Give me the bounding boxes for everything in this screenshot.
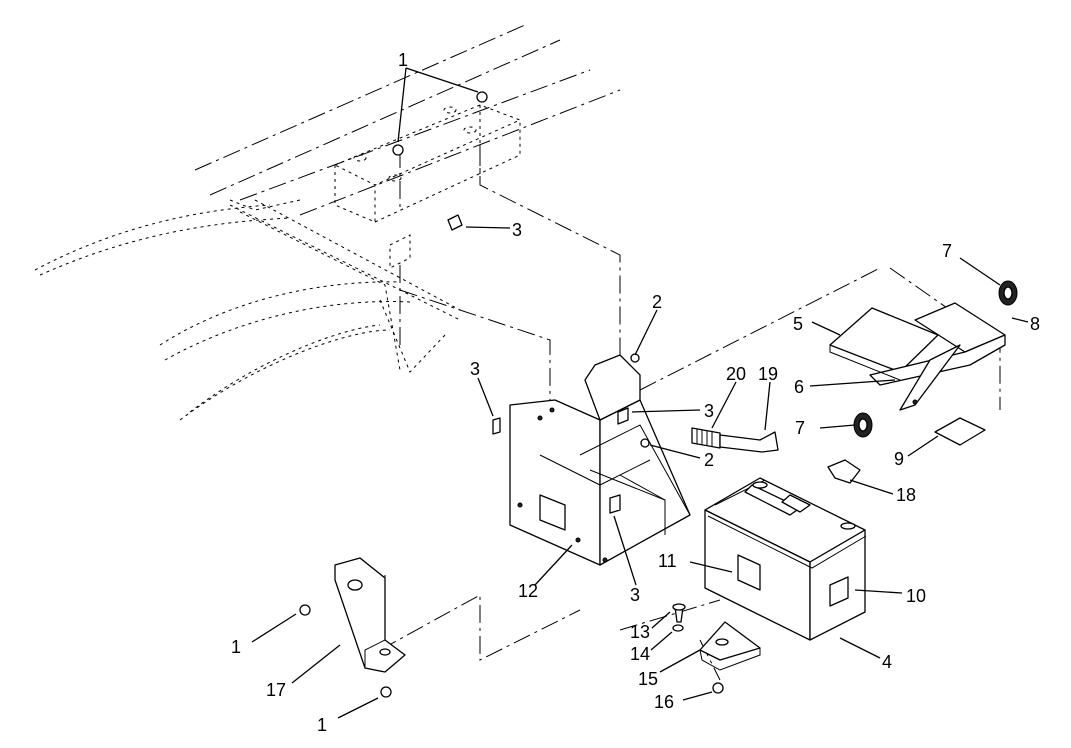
callout-1-left: 1 [231, 637, 241, 657]
callout-18: 18 [896, 485, 916, 505]
callout-3-mid: 3 [704, 401, 714, 421]
callout-labels: 1 3 2 3 3 20 19 2 7 5 8 6 7 9 18 11 10 1… [231, 50, 1040, 735]
callout-3-bot: 3 [630, 585, 640, 605]
callout-17: 17 [266, 680, 286, 700]
pad [934, 417, 986, 446]
callout-6: 6 [794, 377, 804, 397]
frame-mount-bracket [333, 104, 522, 269]
callout-4: 4 [882, 652, 892, 672]
leader-lines [251, 67, 1029, 719]
battery-box [509, 354, 691, 566]
callout-20: 20 [726, 364, 746, 384]
vehicle-frame-phantom [34, 24, 621, 421]
callout-3-left: 3 [470, 359, 480, 379]
battery-cover [829, 302, 1006, 411]
callout-1-bot: 1 [317, 715, 327, 735]
callout-7-mid: 7 [795, 418, 805, 438]
callout-2-top: 2 [652, 292, 662, 312]
callout-15: 15 [638, 669, 658, 689]
callout-2-mid: 2 [704, 450, 714, 470]
hardware-parts [299, 91, 1018, 698]
battery [704, 477, 867, 641]
callout-19: 19 [758, 364, 778, 384]
callout-3-top: 3 [512, 220, 522, 240]
callout-10: 10 [906, 586, 926, 606]
callout-11: 11 [658, 551, 677, 571]
callout-8: 8 [1030, 314, 1040, 334]
assembly-lines [379, 145, 1001, 681]
callout-12: 12 [518, 581, 538, 601]
hold-down-bracket [699, 621, 761, 671]
callout-7-top: 7 [942, 241, 952, 261]
support-bracket [334, 557, 406, 673]
callout-1-top: 1 [398, 50, 408, 70]
callout-5: 5 [793, 314, 803, 334]
callout-16: 16 [654, 692, 674, 712]
callout-9: 9 [894, 449, 904, 469]
callout-13: 13 [630, 622, 650, 642]
callout-14: 14 [630, 644, 650, 664]
